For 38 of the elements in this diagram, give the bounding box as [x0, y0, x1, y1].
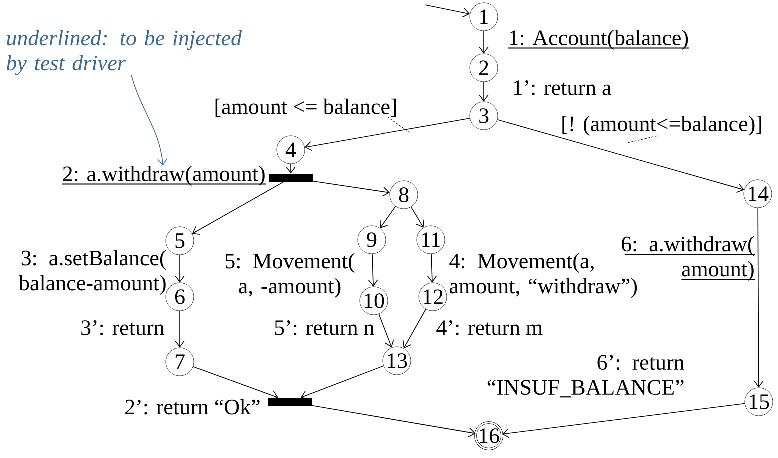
- return-label: 2’: return “Ok”: [126, 399, 260, 415]
- arrow: [502, 403, 746, 438]
- arrow: [175, 310, 185, 348]
- message-label: 2: a.withdraw(amount): [62, 166, 266, 186]
- arrow: [402, 308, 426, 349]
- arrow: [424, 4, 470, 18]
- edge-label: 6’: return “INSUF_BALANCE”: [488, 355, 684, 398]
- edge-label: 1’: return a: [514, 80, 612, 96]
- edge-label: 5’: return n: [275, 320, 374, 336]
- edge-label: 1: Account(balance): [508, 30, 690, 50]
- edge-label: 4’: return m: [436, 320, 543, 336]
- arrow: [754, 208, 764, 388]
- arrow: [380, 206, 396, 228]
- arrow: [479, 30, 489, 54]
- arrow: [192, 182, 284, 236]
- arrow: [175, 254, 185, 283]
- arrow: [368, 254, 378, 287]
- edge-label: 3: a.setBalance( balance-amount): [19, 250, 166, 296]
- leader-line: [628, 136, 658, 144]
- arrow: [312, 405, 476, 438]
- arrow: [497, 120, 744, 194]
- note-text: underlined: to be injected by test driver: [7, 30, 242, 76]
- curved-arrow: [131, 75, 168, 166]
- guard-label: [! (amount<=balance)]: [562, 116, 762, 136]
- arrow: [192, 366, 278, 400]
- arrow: [312, 180, 390, 197]
- guard-label: [amount <= balance]: [216, 98, 396, 118]
- arrow: [378, 314, 394, 348]
- arrow: [479, 82, 489, 102]
- arrow: [427, 254, 438, 283]
- synchronization-bar: [269, 174, 313, 182]
- arrow: [300, 366, 384, 400]
- arrow: [305, 118, 470, 152]
- arrow: [410, 206, 425, 228]
- leader-line: [388, 117, 410, 134]
- edge-label: 3’: return: [82, 320, 164, 336]
- edge-label: 5: Movement( a, -amount): [226, 253, 355, 298]
- synchronization-bar: [268, 398, 312, 406]
